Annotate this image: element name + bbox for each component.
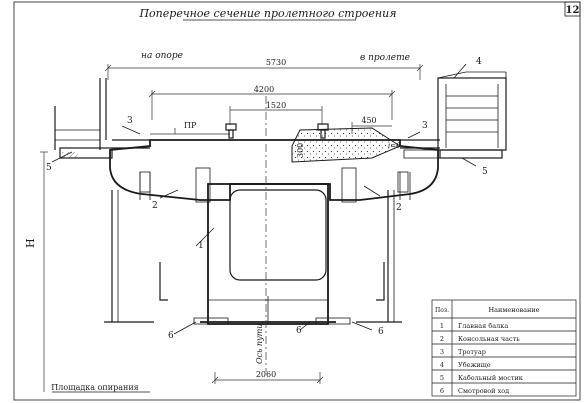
label-at-support: на опоре — [141, 51, 183, 61]
legend-row-name: Главная балка — [458, 322, 508, 330]
stiffeners — [139, 167, 409, 203]
legend-table — [431, 299, 577, 397]
legend-row-pos: 2 — [440, 335, 444, 343]
legend-row-name: Консольная часть — [458, 335, 520, 343]
main-beam-right — [356, 172, 411, 323]
callout-6-left: 6 — [168, 331, 174, 341]
main-beam-left — [104, 172, 154, 323]
inspection-walkway-center — [315, 317, 351, 325]
page-number: 12 — [566, 5, 580, 16]
height-dimension — [40, 151, 48, 392]
callout-5-left: 5 — [46, 163, 52, 173]
legend-row-pos: 1 — [440, 322, 444, 330]
callout-1: 1 — [198, 241, 204, 251]
dim-slab-width — [148, 90, 396, 120]
main-beam-center — [200, 183, 336, 325]
callout-6-right: 6 — [378, 327, 384, 337]
legend-row-name: Тротуар — [458, 348, 486, 356]
dim-overall-width-label: 5730 — [266, 58, 286, 67]
ballast-prism — [291, 127, 402, 163]
left-walkway — [59, 139, 150, 159]
inspection-walkway-right — [376, 262, 385, 301]
left-rail — [225, 123, 237, 139]
callout-5-right: 5 — [482, 167, 488, 177]
callout-4: 4 — [476, 57, 482, 67]
height-label: Н — [24, 238, 37, 248]
legend-row-pos: 5 — [440, 374, 444, 382]
dim-rail-gauge-label: 1520 — [266, 101, 286, 110]
callout-3-left: 3 — [127, 116, 133, 126]
legend-header-name: Наименование — [488, 306, 539, 314]
right-shelter — [437, 71, 507, 159]
callout-6-center: 6 — [296, 326, 302, 336]
sheet-frame — [13, 1, 581, 401]
right-rail — [317, 123, 329, 139]
drawing-title: Поперечное сечение пролетного строения — [138, 7, 396, 20]
dim-ballast-depth-label: 300 — [296, 143, 305, 158]
rail-head-mark — [150, 128, 230, 135]
slope-label: i=0 — [388, 142, 401, 150]
callout-leaders — [51, 63, 477, 335]
dim-ballast-offset-label: 450 — [361, 116, 376, 125]
inspection-walkway-left — [159, 262, 229, 325]
rail-head-label: ПР — [184, 121, 197, 130]
dim-rail-gauge — [229, 106, 323, 125]
label-in-span: в пролете — [360, 53, 410, 63]
left-railing — [54, 78, 107, 150]
bearing-platform-label: Площадка опирания — [51, 383, 138, 392]
dim-beam-base — [211, 372, 324, 384]
legend-row-pos: 3 — [440, 348, 444, 356]
deck-slab — [109, 139, 439, 201]
callout-2-left: 2 — [152, 201, 158, 211]
legend-row-name: Убежище — [458, 361, 491, 369]
dim-slab-width-label: 4200 — [254, 85, 274, 94]
dim-beam-base-label: 2060 — [256, 370, 276, 379]
dim-overall-width — [104, 64, 424, 80]
track-axis-label: Ось пути — [255, 324, 264, 364]
callout-3-right: 3 — [422, 121, 428, 131]
legend-row-name: Кабельный мостик — [458, 374, 523, 382]
legend-row-name: Смотровой ход — [458, 387, 509, 395]
legend-row-pos: 6 — [440, 387, 444, 395]
legend-row-pos: 4 — [440, 361, 444, 369]
callout-2-right: 2 — [396, 203, 402, 213]
legend-header-pos: Поз. — [435, 307, 449, 314]
